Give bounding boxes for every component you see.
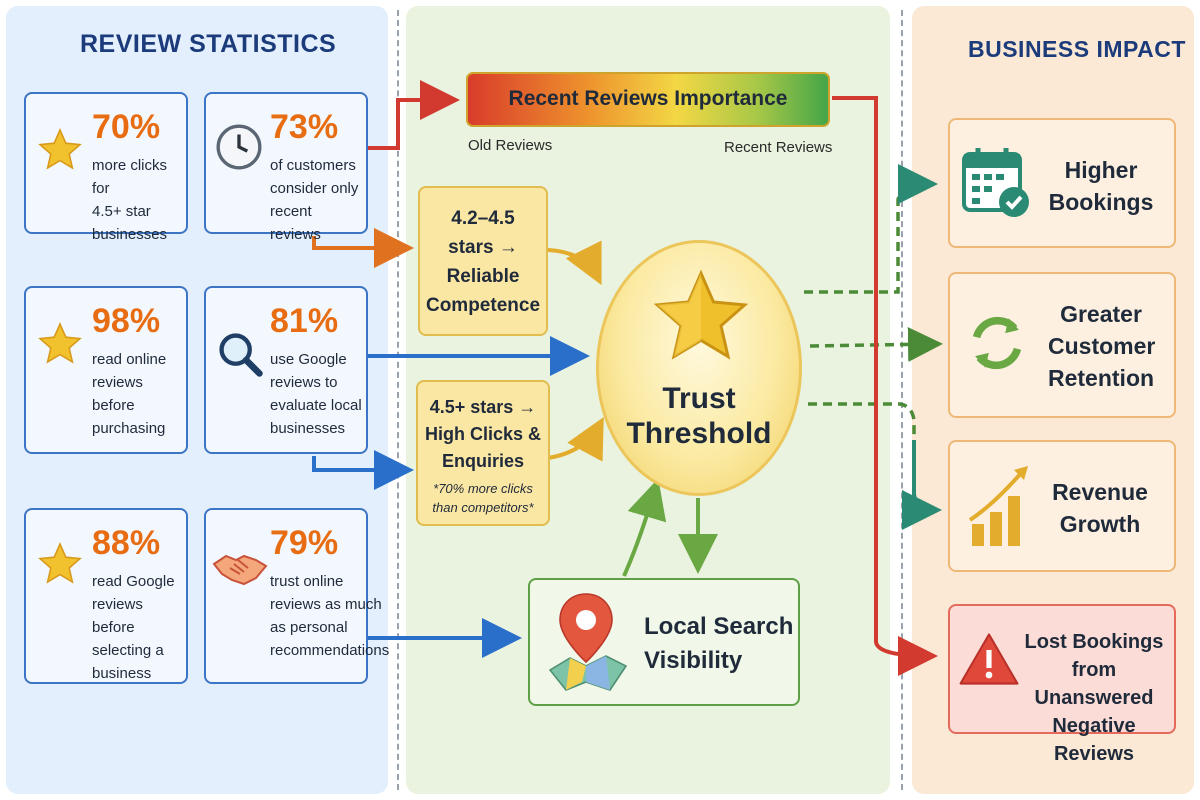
arrow-to-recent-bar xyxy=(364,80,460,150)
arrow-reliable-to-trust xyxy=(547,240,602,286)
recent-bar-title: Recent Reviews Importance xyxy=(508,87,788,110)
map-pin-icon xyxy=(548,593,628,691)
handshake-icon xyxy=(212,554,268,586)
star-icon xyxy=(38,128,82,170)
stat-percent: 79% xyxy=(270,524,339,562)
right-divider xyxy=(901,10,903,790)
recent-reviews-label: Recent Reviews xyxy=(724,139,833,156)
stat-percent: 73% xyxy=(270,108,339,146)
arrow-to-high-clicks-box xyxy=(312,450,414,490)
arrow-to-reliable-box xyxy=(312,228,414,268)
stat-percent: 81% xyxy=(270,302,339,340)
left-divider xyxy=(397,10,399,790)
star-icon xyxy=(653,269,749,360)
high-clicks-box: 4.5+ stars → High Clicks & Enquiries *70… xyxy=(416,380,550,526)
arrow-to-retention xyxy=(809,326,943,362)
stat-percent: 88% xyxy=(92,524,161,562)
stat-percent: 70% xyxy=(92,108,161,146)
old-reviews-label: Old Reviews xyxy=(468,137,553,154)
arrow-to-lost-bookings xyxy=(832,96,938,676)
clock-icon xyxy=(216,124,262,170)
cycle-arrows-icon xyxy=(972,316,1022,370)
magnifier-icon xyxy=(219,333,263,377)
recent-reviews-importance-bar: Recent Reviews Importance xyxy=(466,72,830,127)
reliable-competence-box: 4.2–4.5 stars → Reliable Competence xyxy=(418,186,548,336)
stat-percent: 98% xyxy=(92,302,161,340)
business-impact-heading: BUSINESS IMPACT xyxy=(968,36,1186,62)
arrow-high-to-trust xyxy=(547,416,604,462)
arrow-local-to-trust xyxy=(622,478,667,577)
review-statistics-heading: REVIEW STATISTICS xyxy=(80,30,337,58)
star-icon xyxy=(38,542,82,584)
calendar-check-icon xyxy=(962,148,1029,217)
star-icon xyxy=(38,322,82,364)
arrow-to-higher-bookings xyxy=(804,182,931,294)
warning-icon xyxy=(959,633,1019,685)
arrow-to-revenue xyxy=(808,402,935,512)
growth-chart-icon xyxy=(968,466,1028,546)
